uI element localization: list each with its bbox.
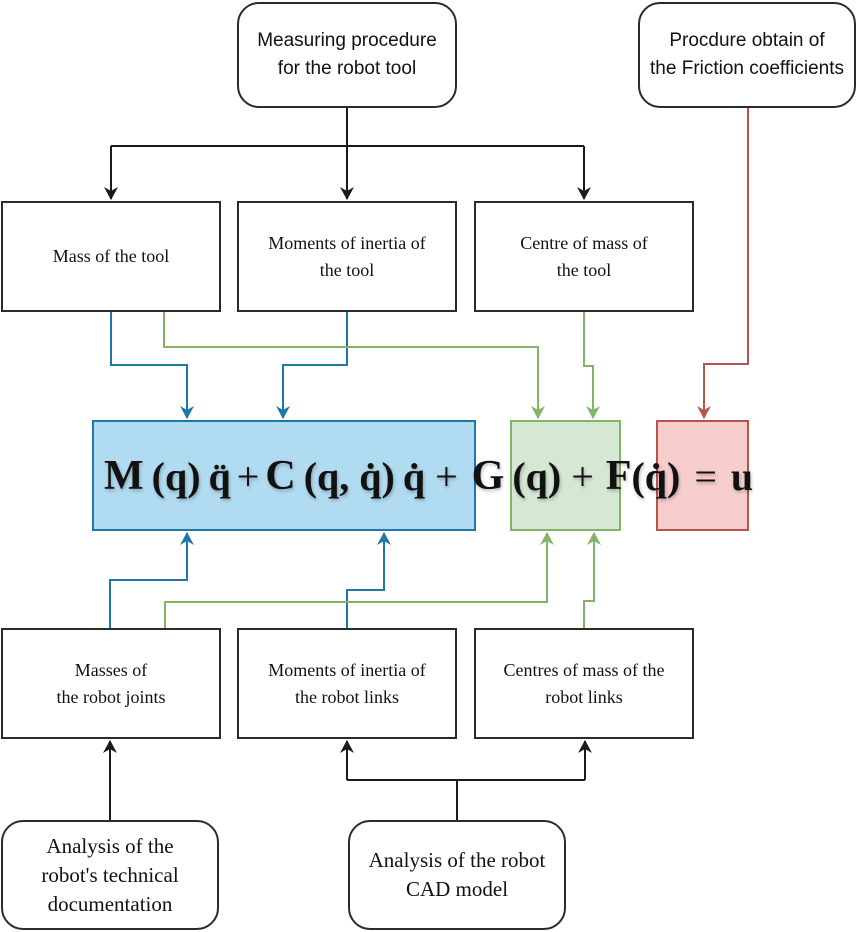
technical-documentation-box: Analysis of the robot's technical docume… xyxy=(1,820,219,930)
arrowhead-documentation-to-joints xyxy=(103,740,117,753)
inertia-coriolis-term-box xyxy=(92,420,476,531)
arrowhead-to-mass-tool xyxy=(104,187,118,200)
arrowhead-cad-to-centres xyxy=(578,740,592,753)
edge-centre-tool-to-G xyxy=(583,312,594,418)
edge-joint-masses-to-M xyxy=(109,533,188,628)
arrowhead-to-inertia-tool xyxy=(340,187,354,200)
edge-inertia-tool-to-M xyxy=(282,312,348,418)
edge-joint-masses-to-G xyxy=(164,533,548,628)
mass-of-tool-box: Mass of the tool xyxy=(1,201,221,312)
robot-link-centres-box: Centres of mass of the robot links xyxy=(474,628,694,739)
robot-link-inertia-box: Moments of inertia of the robot links xyxy=(237,628,457,739)
friction-procedure-label: Procdure obtain of the Friction coeffici… xyxy=(650,30,844,79)
measuring-procedure-box: Measuring procedure for the robot tool xyxy=(237,2,457,108)
eq-equals: = xyxy=(694,453,717,499)
robot-joint-masses-box: Masses of the robot joints xyxy=(1,628,221,739)
arrowhead-mass-tool-to-G xyxy=(531,406,545,419)
eq-q-arg2: (q) xyxy=(512,453,562,499)
mass-of-tool-label: Mass of the tool xyxy=(52,246,170,266)
eq-M: M xyxy=(104,453,144,499)
friction-term-box xyxy=(656,420,749,531)
arrowhead-to-centre-tool xyxy=(577,187,591,200)
edge-link-centres-to-G xyxy=(583,533,595,628)
arrowhead-inertia-tool-to-M xyxy=(276,406,290,419)
eq-G: G xyxy=(471,453,505,499)
robot-joint-masses-label: Masses of the robot joints xyxy=(56,659,166,707)
robot-link-inertia-label: Moments of inertia of the robot links xyxy=(268,659,426,707)
arrowhead-joint-masses-to-G xyxy=(540,532,554,545)
eq-plus-2: + xyxy=(435,453,458,499)
cad-model-box: Analysis of the robot CAD model xyxy=(348,820,566,930)
tool-centre-of-mass-box: Centre of mass of the tool xyxy=(474,201,694,312)
friction-procedure-box: Procdure obtain of the Friction coeffici… xyxy=(638,2,856,108)
eq-C: C xyxy=(265,453,296,499)
edge-link-inertia-to-M xyxy=(346,533,385,628)
eq-q-arg1: (q) xyxy=(151,453,201,499)
edge-mass-tool-to-M xyxy=(110,312,188,418)
arrowhead-joint-masses-to-M xyxy=(180,532,194,545)
arrowhead-cad-to-inertia xyxy=(340,740,354,753)
eq-F: F xyxy=(605,453,632,499)
arrowhead-link-inertia-to-M xyxy=(377,532,391,545)
eq-plus-1: + xyxy=(236,453,260,499)
gravity-term-box xyxy=(510,420,621,531)
eq-q-qdot-args: (q, q̇) xyxy=(303,453,395,499)
eq-q-ddot: q̈ xyxy=(208,453,231,499)
edge-friction-to-F xyxy=(703,108,749,418)
robot-link-centres-label: Centres of mass of the robot links xyxy=(503,659,665,707)
eq-u: u xyxy=(730,453,754,499)
eq-q-dot-1: q̇ xyxy=(402,453,426,499)
eq-plus-3: + xyxy=(571,453,594,499)
tool-inertia-box: Moments of inertia of the tool xyxy=(237,201,457,312)
tool-centre-of-mass-label: Centre of mass of the tool xyxy=(520,232,648,280)
arrowhead-centre-tool-to-G xyxy=(586,406,600,419)
arrowhead-mass-tool-to-M xyxy=(180,406,194,419)
eq-qdot-arg: (q̇) xyxy=(631,453,681,499)
measuring-procedure-label: Measuring procedure for the robot tool xyxy=(257,30,437,79)
arrowhead-to-friction-term xyxy=(697,406,711,419)
technical-documentation-label: Analysis of the robot's technical docume… xyxy=(41,833,179,916)
tool-inertia-label: Moments of inertia of the tool xyxy=(268,232,426,280)
dynamics-equation: M (q) q̈ + C (q, q̇) q̇ + G (q) + F (q̇)… xyxy=(104,448,753,504)
arrowhead-link-centres-to-G xyxy=(587,532,601,545)
edge-mass-tool-to-G xyxy=(163,312,539,418)
cad-model-label: Analysis of the robot CAD model xyxy=(368,848,546,901)
